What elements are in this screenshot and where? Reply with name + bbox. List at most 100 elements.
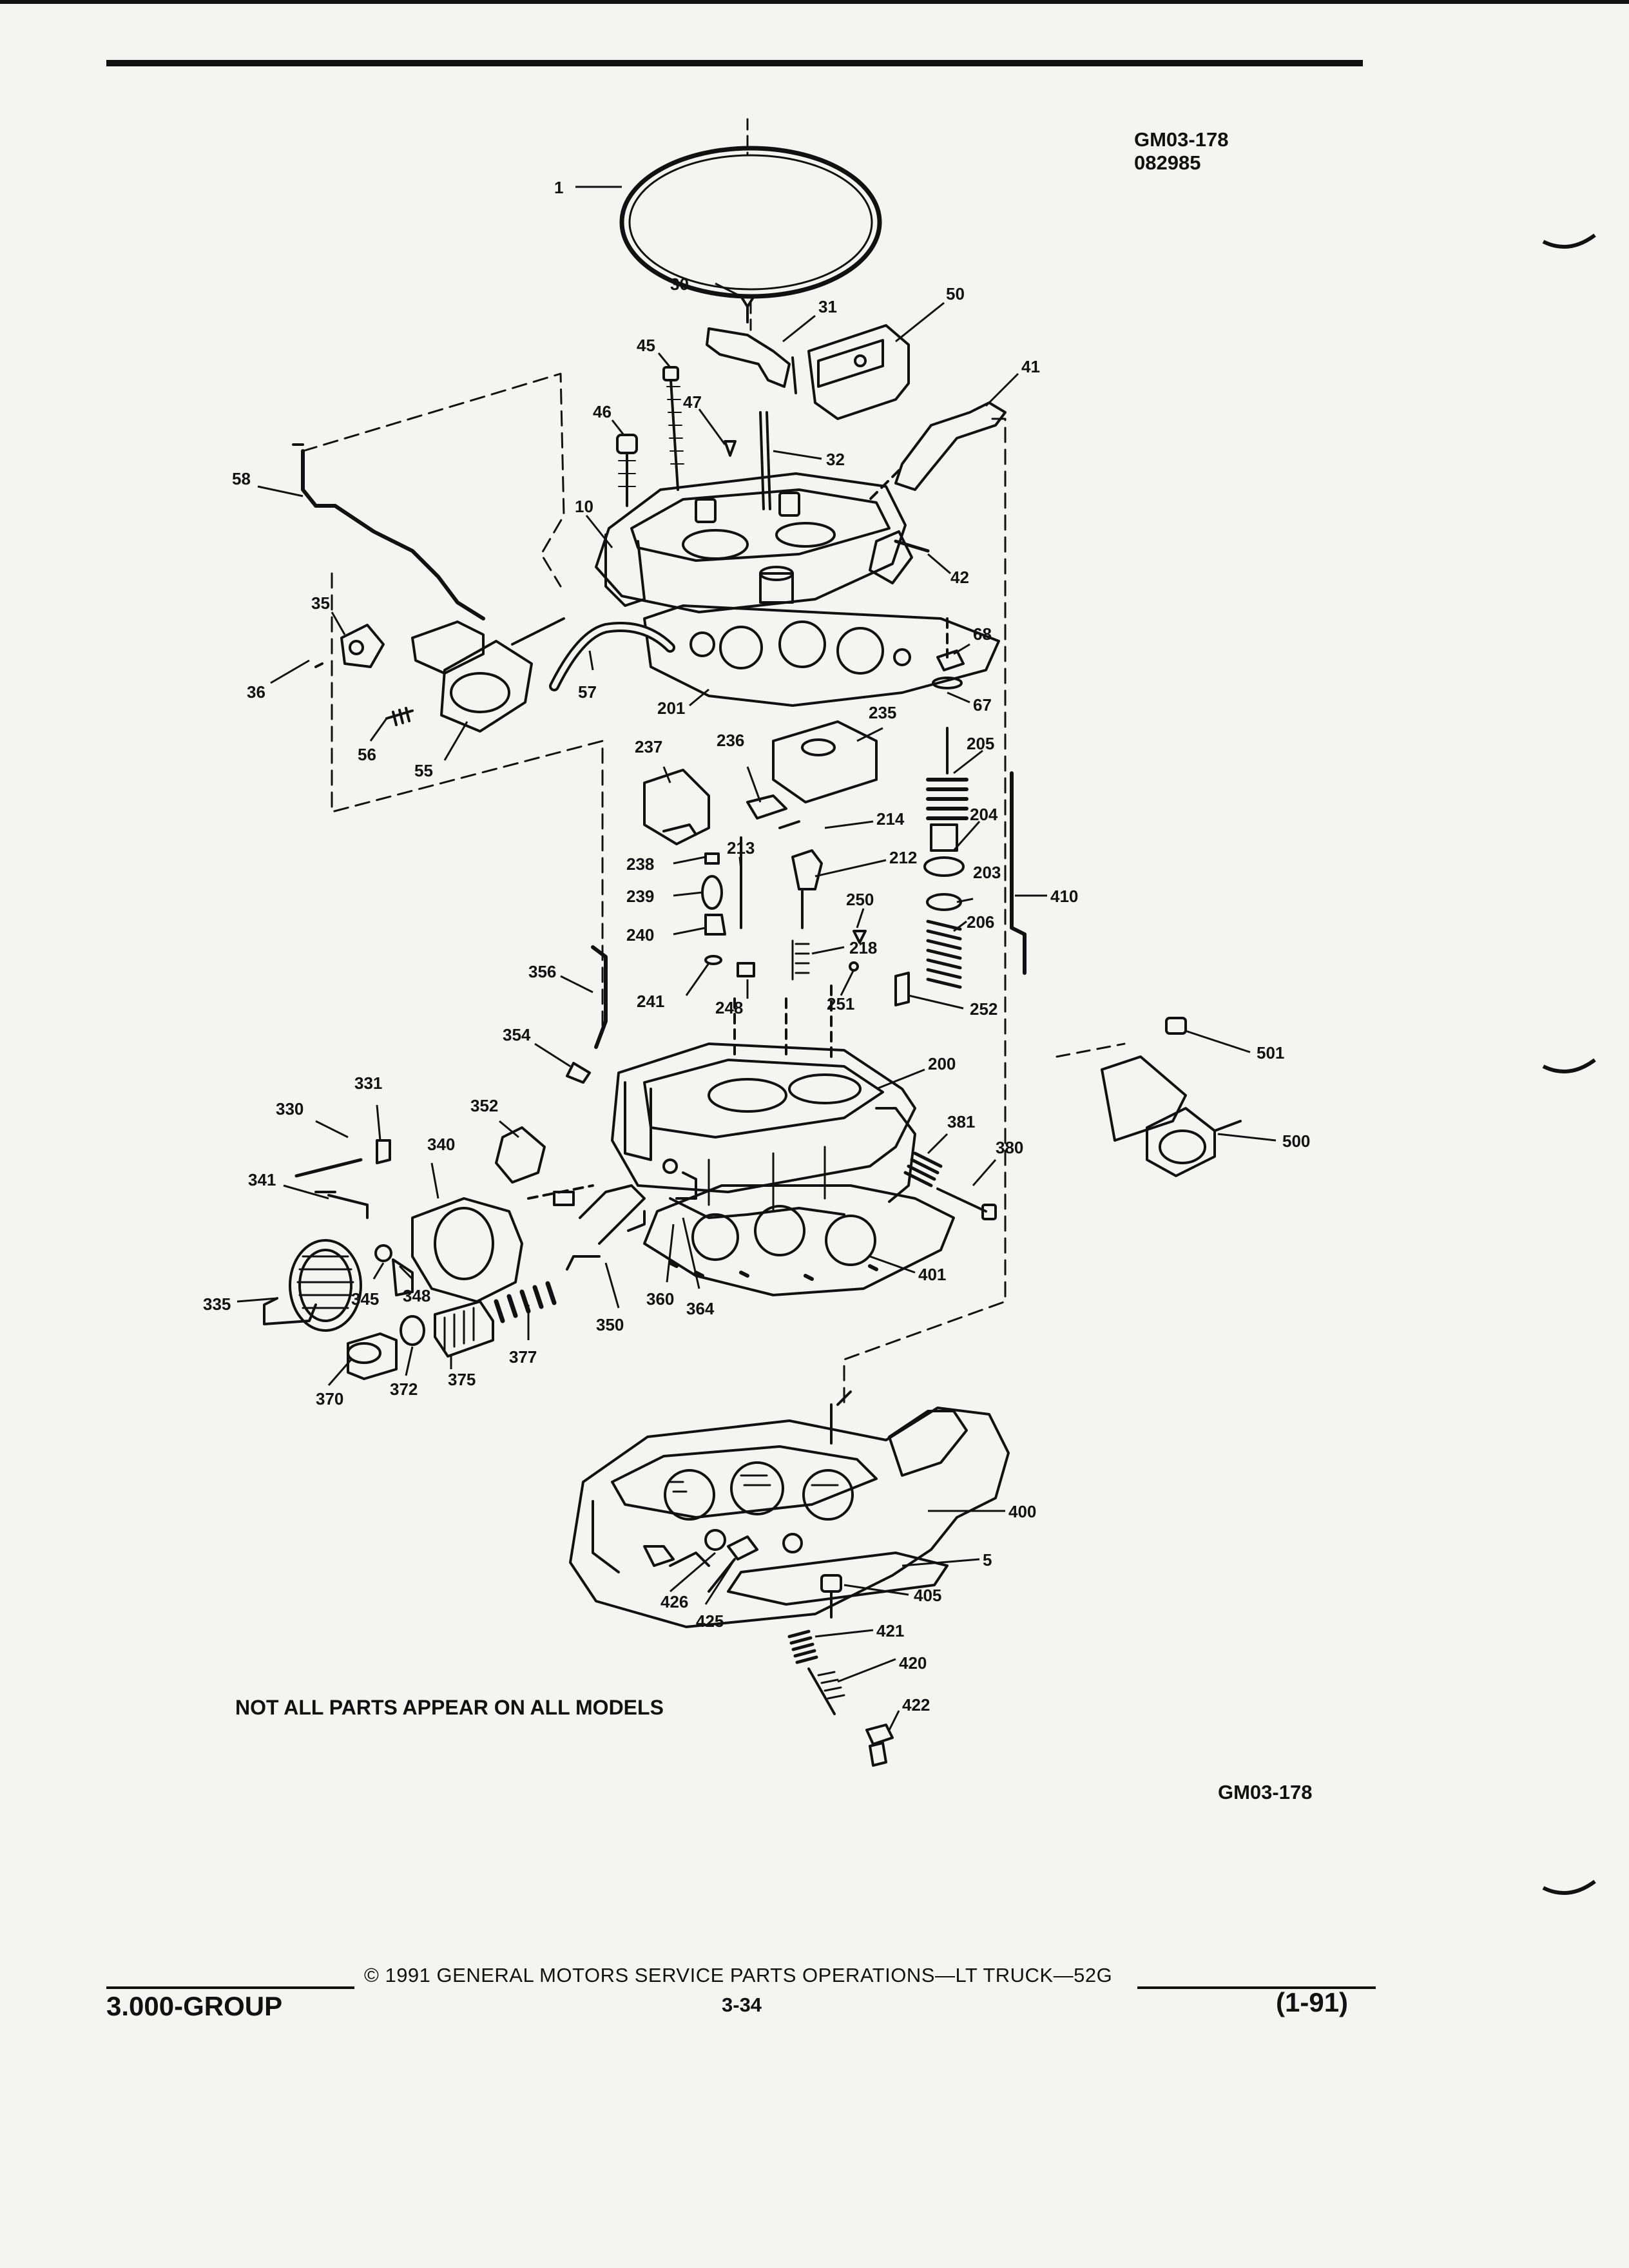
callout-380: 380 (996, 1138, 1023, 1157)
footer-rule-right (1137, 1986, 1376, 1989)
base-gasket (727, 1552, 949, 1606)
callout-248: 248 (715, 998, 743, 1017)
callout-42: 42 (950, 568, 969, 587)
callout-57: 57 (578, 682, 597, 702)
pump-link (869, 401, 1007, 501)
callout-372: 372 (390, 1379, 418, 1399)
callout-5: 5 (983, 1550, 992, 1570)
callout-410: 410 (1050, 887, 1078, 906)
pump-pin (894, 539, 930, 553)
callout-400: 400 (1008, 1502, 1036, 1521)
callout-425: 425 (696, 1611, 724, 1631)
callout-214: 214 (876, 809, 905, 829)
figure-date-code: 082985 (1134, 151, 1201, 174)
vacuum-break-rod (292, 443, 485, 620)
callout-352: 352 (470, 1096, 498, 1115)
callout-330: 330 (276, 1099, 304, 1119)
callout-204: 204 (970, 805, 998, 824)
callout-341: 341 (248, 1170, 276, 1189)
callout-10: 10 (575, 497, 593, 516)
revision-label: (1-91) (1276, 1987, 1349, 2017)
callout-405: 405 (914, 1586, 941, 1605)
callout-364: 364 (686, 1299, 715, 1318)
choke-bracket (807, 324, 910, 420)
callout-46: 46 (593, 402, 612, 421)
top-edge-rule (0, 0, 1629, 4)
callout-335: 335 (203, 1294, 231, 1314)
callout-360: 360 (646, 1289, 674, 1309)
footer-rule-left (106, 1986, 354, 1989)
throttle-body (569, 1390, 1010, 1628)
callout-212: 212 (889, 848, 917, 867)
callout-203: 203 (973, 863, 1001, 882)
figure-bottom-code: GM03-178 (1218, 1781, 1313, 1803)
callout-31: 31 (818, 297, 837, 316)
vacuum-break-diaphragm (314, 617, 675, 733)
callout-252: 252 (970, 999, 998, 1019)
models-note: NOT ALL PARTS APPEAR ON ALL MODELS (235, 1696, 664, 1719)
callout-67: 67 (973, 695, 992, 715)
callout-331: 331 (354, 1073, 382, 1093)
callout-30: 30 (670, 274, 689, 294)
pump-rod (1010, 771, 1027, 975)
callout-213: 213 (727, 838, 755, 858)
figure-id-code: GM03-178 (1134, 128, 1229, 151)
callout-205: 205 (967, 734, 994, 753)
callout-422: 422 (902, 1695, 930, 1715)
callout-356: 356 (528, 962, 556, 981)
callout-41: 41 (1021, 357, 1040, 376)
callout-237: 237 (635, 737, 662, 756)
callout-377: 377 (509, 1347, 537, 1367)
metering-parts (643, 720, 910, 1058)
footer-copyright: © 1991 GENERAL MOTORS SERVICE PARTS OPER… (364, 1964, 1113, 1986)
callout-250: 250 (846, 890, 874, 909)
group-label: 3.000-GROUP (106, 1991, 283, 2021)
secondary-rod (566, 945, 608, 1084)
callout-35: 35 (311, 593, 330, 613)
callout-55: 55 (414, 761, 433, 780)
callout-238: 238 (626, 854, 654, 874)
idle-stop-solenoid (1101, 1017, 1242, 1177)
callout-206: 206 (967, 912, 994, 932)
air-horn-assembly (595, 472, 913, 613)
callout-500: 500 (1282, 1131, 1310, 1151)
callout-251: 251 (827, 994, 854, 1014)
callout-345: 345 (351, 1289, 379, 1309)
callout-218: 218 (849, 938, 877, 957)
callout-348: 348 (403, 1286, 430, 1305)
callout-420: 420 (899, 1653, 927, 1673)
assembly-dashed-path-mid (331, 572, 604, 1032)
callout-350: 350 (596, 1315, 624, 1334)
callout-45: 45 (637, 336, 655, 355)
callout-201: 201 (657, 698, 685, 718)
callout-50: 50 (946, 284, 965, 303)
callout-375: 375 (448, 1370, 476, 1389)
header-rule (106, 60, 1363, 66)
callout-68: 68 (973, 624, 992, 644)
float-bowl (611, 1043, 916, 1219)
callout-370: 370 (316, 1389, 343, 1408)
throttle-body-gasket (643, 1184, 955, 1296)
callout-58: 58 (232, 469, 251, 488)
callout-1: 1 (554, 178, 563, 197)
choke-lever-parts (706, 295, 797, 394)
callout-426: 426 (660, 1592, 688, 1611)
air-horn-gasket (643, 604, 1000, 707)
callout-381: 381 (947, 1112, 975, 1131)
callout-36: 36 (247, 682, 265, 702)
assembly-dashed-path-right (843, 418, 1007, 1406)
callout-241: 241 (637, 992, 664, 1011)
callout-32: 32 (826, 450, 845, 469)
idle-mixture-parts (708, 1535, 894, 1767)
callout-240: 240 (626, 925, 654, 945)
page-number: 3-34 (722, 1994, 762, 2016)
callout-501: 501 (1257, 1043, 1284, 1062)
callout-labels: 1 30 31 50 45 41 46 47 32 58 10 42 35 68… (203, 178, 1310, 1715)
airhorn-screws (616, 366, 771, 510)
fast-idle-cam-parts (566, 1158, 697, 1271)
assembly-dashed-path-left (302, 372, 565, 588)
callout-401: 401 (918, 1265, 946, 1284)
callout-236: 236 (717, 731, 744, 750)
leader-lines (236, 186, 1277, 1731)
